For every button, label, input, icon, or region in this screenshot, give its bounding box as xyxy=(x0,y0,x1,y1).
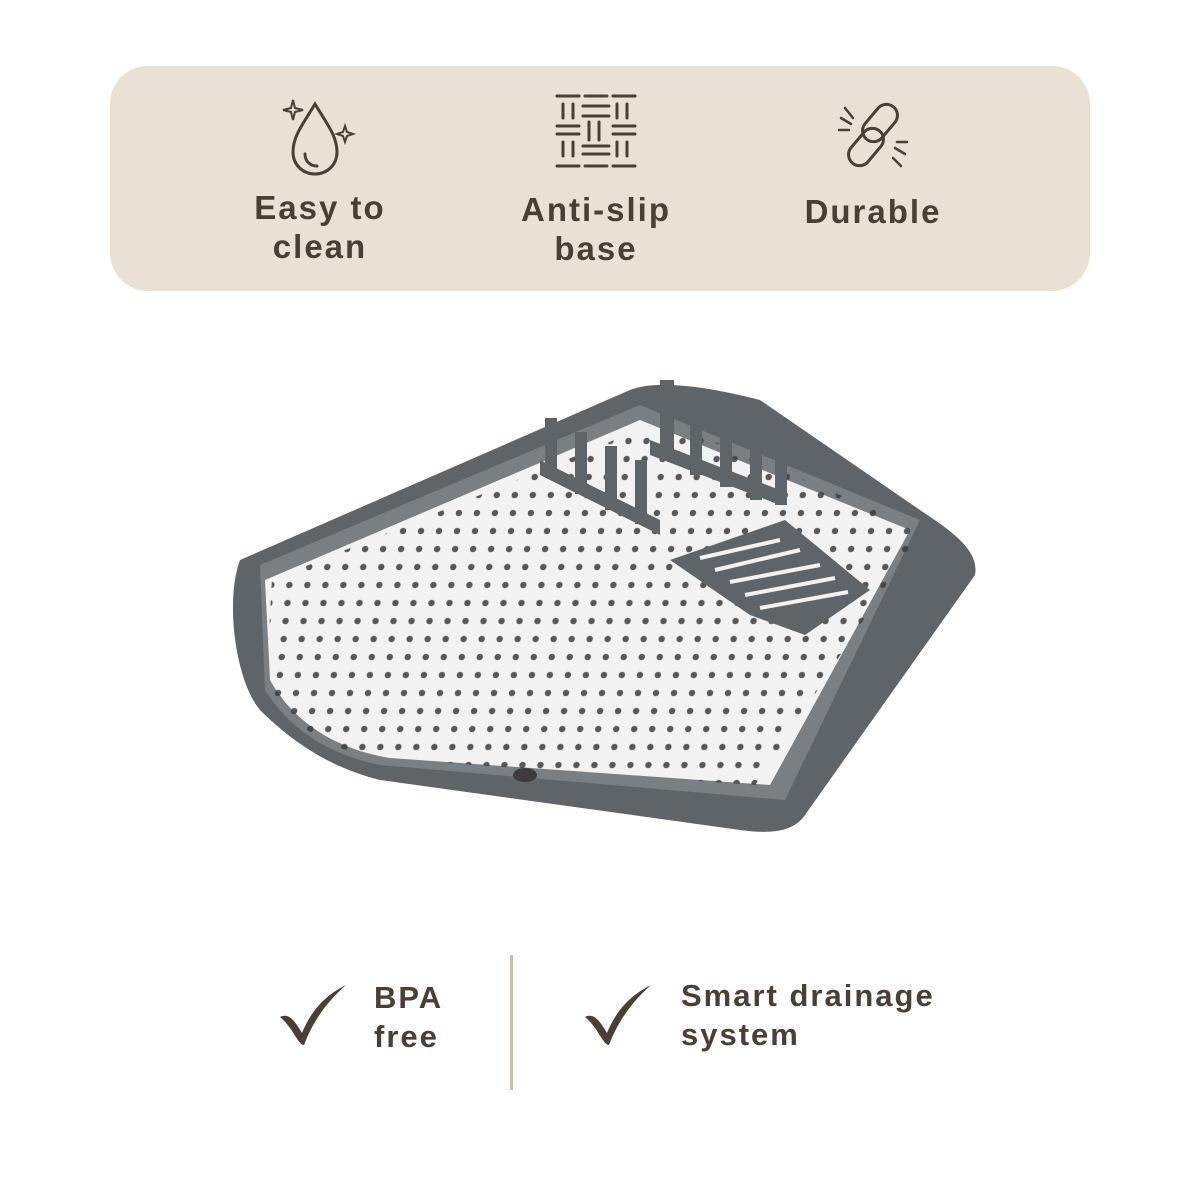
claim-smart-drainage: Smart drainage system xyxy=(681,978,935,1052)
grip-texture-icon xyxy=(555,94,637,168)
drain-spout xyxy=(513,768,537,782)
feature-anti-slip-base: Anti-slip base xyxy=(486,66,706,291)
cutlery-basket xyxy=(670,520,870,635)
chain-link-icon xyxy=(837,102,909,168)
feature-label: Durable xyxy=(804,193,942,230)
checkmark-icon xyxy=(280,985,346,1045)
plate-rack-pegs xyxy=(540,380,787,535)
claims-divider xyxy=(510,955,513,1090)
checkmark-icon xyxy=(585,985,651,1045)
feature-label: Anti-slip base xyxy=(521,191,671,267)
water-drop-sparkle-icon xyxy=(282,99,357,176)
feature-easy-to-clean: Easy to clean xyxy=(210,66,430,291)
feature-label: Easy to clean xyxy=(254,189,386,265)
dish-rack-product-image xyxy=(232,380,976,832)
claim-bpa-free: BPA free xyxy=(374,980,444,1054)
feature-durable: Durable xyxy=(763,66,983,291)
features-banner: Easy to clean Anti-slip base xyxy=(110,66,1090,291)
